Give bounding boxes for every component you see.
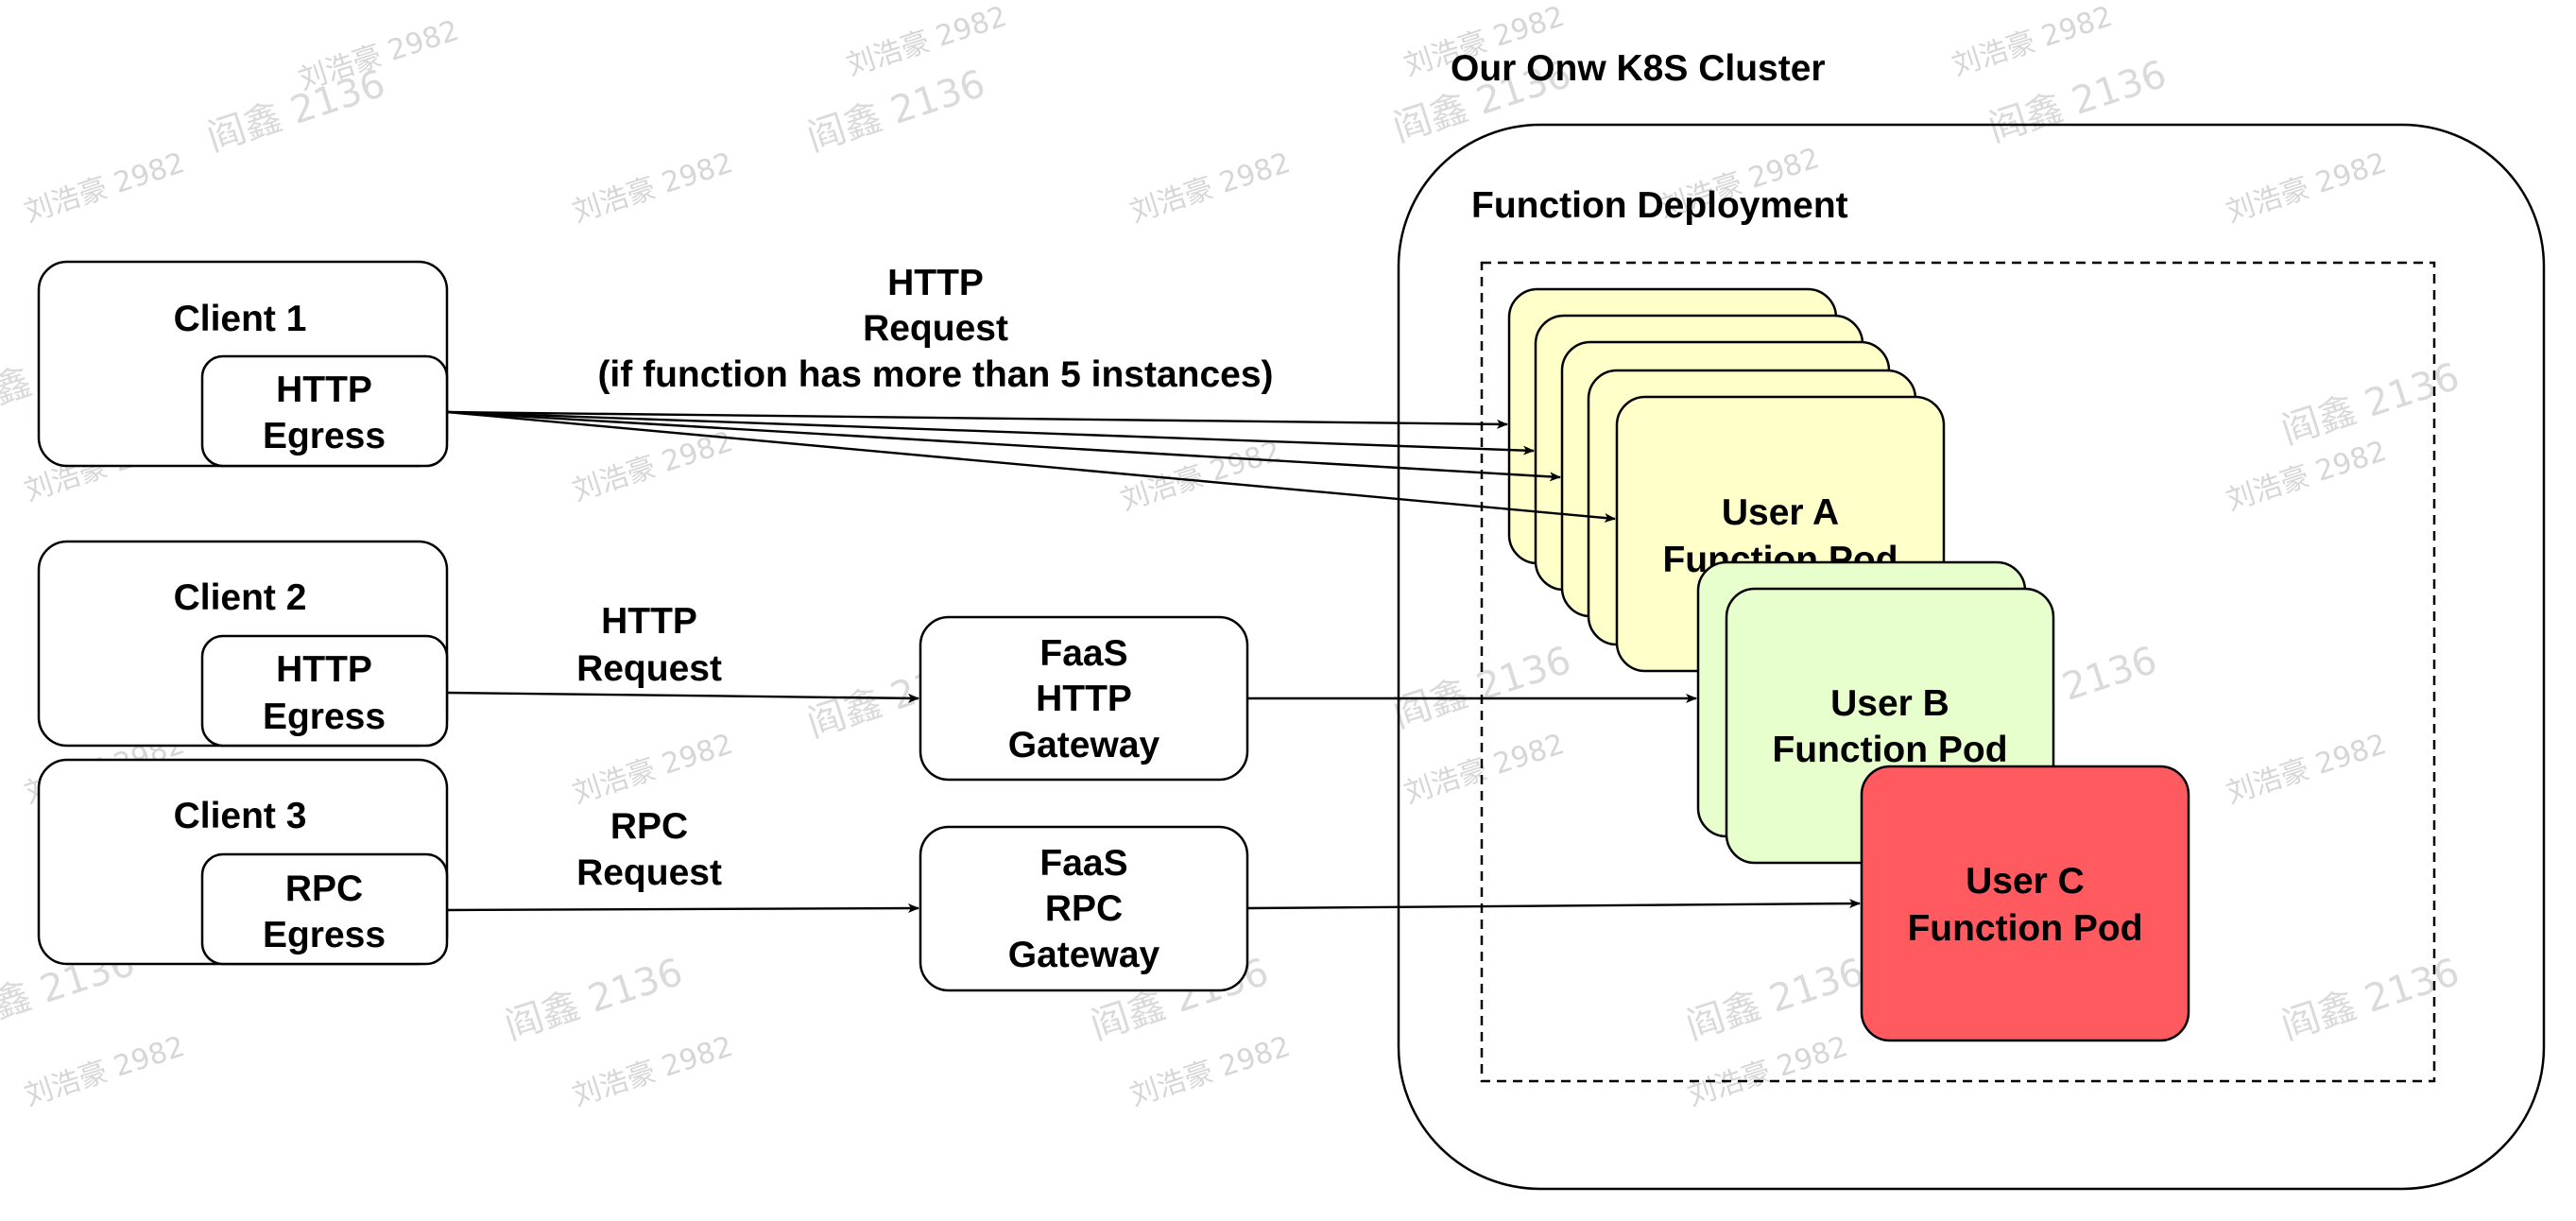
watermark: 刘浩豪 2982	[21, 146, 189, 230]
client-2-egress-label: HTTP	[276, 649, 372, 690]
faas-rpc-gateway-label-2: RPC	[1045, 888, 1123, 929]
edge-label-client-2-line-2: Request	[576, 648, 722, 689]
arrow-rpc-gateway-to-user-c	[1246, 899, 1861, 910]
deployment-title: Function Deployment	[1471, 185, 1848, 226]
client-3-egress-label-2: Egress	[263, 915, 386, 955]
watermark: 刘浩豪 2982	[1126, 146, 1295, 230]
edge-label-client-1-line-2: Request	[863, 308, 1008, 349]
faas-http-gateway: FaaS HTTP Gateway	[919, 615, 1249, 782]
edge-label-client-1-line-3: (if function has more than 5 instances)	[597, 354, 1273, 395]
faas-rpc-gateway-label: FaaS	[1039, 843, 1127, 884]
watermark: 阎鑫 2136	[1984, 53, 2172, 151]
client-1-egress-label: HTTP	[276, 370, 372, 410]
client-3: Client 3 RPC Egress	[37, 758, 449, 966]
arrow-client-1-to-user-a-2	[446, 410, 1535, 456]
watermark: 阎鑫 2136	[202, 62, 390, 161]
watermark: 刘浩豪 2982	[569, 1030, 737, 1113]
faas-http-gateway-label: FaaS	[1039, 633, 1127, 674]
watermark: 刘浩豪 2982	[569, 146, 737, 230]
edge-label-client-3: RPC	[610, 806, 688, 847]
client-2: Client 2 HTTP Egress	[37, 540, 449, 748]
watermark: 刘浩豪 2982	[569, 425, 737, 508]
edge-label-client-2: HTTP	[601, 601, 697, 642]
client-3-label: Client 3	[174, 796, 307, 836]
client-1: Client 1 HTTP Egress	[37, 260, 449, 468]
faas-rpc-gateway-box	[919, 825, 1249, 992]
faas-rpc-gateway-label-3: Gateway	[1008, 935, 1160, 975]
edge-label-client-3-line-2: Request	[576, 852, 722, 893]
watermark: 刘浩豪 2982	[2223, 728, 2391, 811]
client-1-egress-label-2: Egress	[263, 416, 386, 456]
client-2-egress-label-2: Egress	[263, 696, 386, 737]
user-a-label: User A	[1722, 492, 1839, 533]
user-c-label: User C	[1966, 861, 2085, 902]
arrow-client-3-to-rpc-gateway	[446, 903, 919, 914]
arrow-client-1-to-user-a-4	[446, 410, 1616, 523]
deployment-container	[1480, 261, 2436, 1083]
client-1-label: Client 1	[174, 299, 307, 339]
arrow-client-1-to-user-a-1	[446, 410, 1508, 429]
client-3-egress-label: RPC	[285, 868, 363, 909]
watermark: 阎鑫 2136	[802, 62, 990, 161]
user-b-label: User B	[1830, 683, 1949, 724]
user-c-function-pod	[1860, 765, 2190, 1042]
client-2-label: Client 2	[174, 577, 307, 618]
client-2-egress-box	[200, 634, 449, 748]
user-c-label-2: Function Pod	[1907, 908, 2142, 949]
watermark: 刘浩豪 2982	[843, 0, 1011, 83]
arrow-client-1-to-user-a-3	[446, 410, 1561, 482]
connectors	[446, 410, 1861, 914]
watermark: 刘浩豪 2982	[2223, 146, 2391, 230]
cluster-title: Our Onw K8S Cluster	[1451, 48, 1826, 89]
edge-label-client-1: HTTP	[887, 263, 984, 303]
watermark: 刘浩豪 2982	[1126, 1030, 1295, 1113]
user-b-label-2: Function Pod	[1772, 730, 2007, 770]
watermark: 刘浩豪 2982	[21, 1030, 189, 1113]
watermark: 阎鑫 2136	[500, 951, 688, 1049]
user-b-pod-stack: User B Function Pod	[1696, 560, 2055, 865]
user-c-pod: User C Function Pod	[1860, 765, 2190, 1042]
watermark: 阎鑫 2136	[2276, 951, 2464, 1049]
client-1-egress-box	[200, 354, 449, 468]
watermark: 刘浩豪 2982	[569, 728, 737, 811]
faas-http-gateway-label-2: HTTP	[1036, 679, 1132, 719]
arrow-client-2-to-http-gateway	[446, 691, 919, 703]
faas-http-gateway-label-3: Gateway	[1008, 725, 1160, 765]
watermark: 刘浩豪 2982	[1400, 728, 1569, 811]
faas-rpc-gateway: FaaS RPC Gateway	[919, 825, 1249, 992]
cluster-container	[1397, 123, 2546, 1191]
watermark: 刘浩豪 2982	[1949, 0, 2117, 83]
